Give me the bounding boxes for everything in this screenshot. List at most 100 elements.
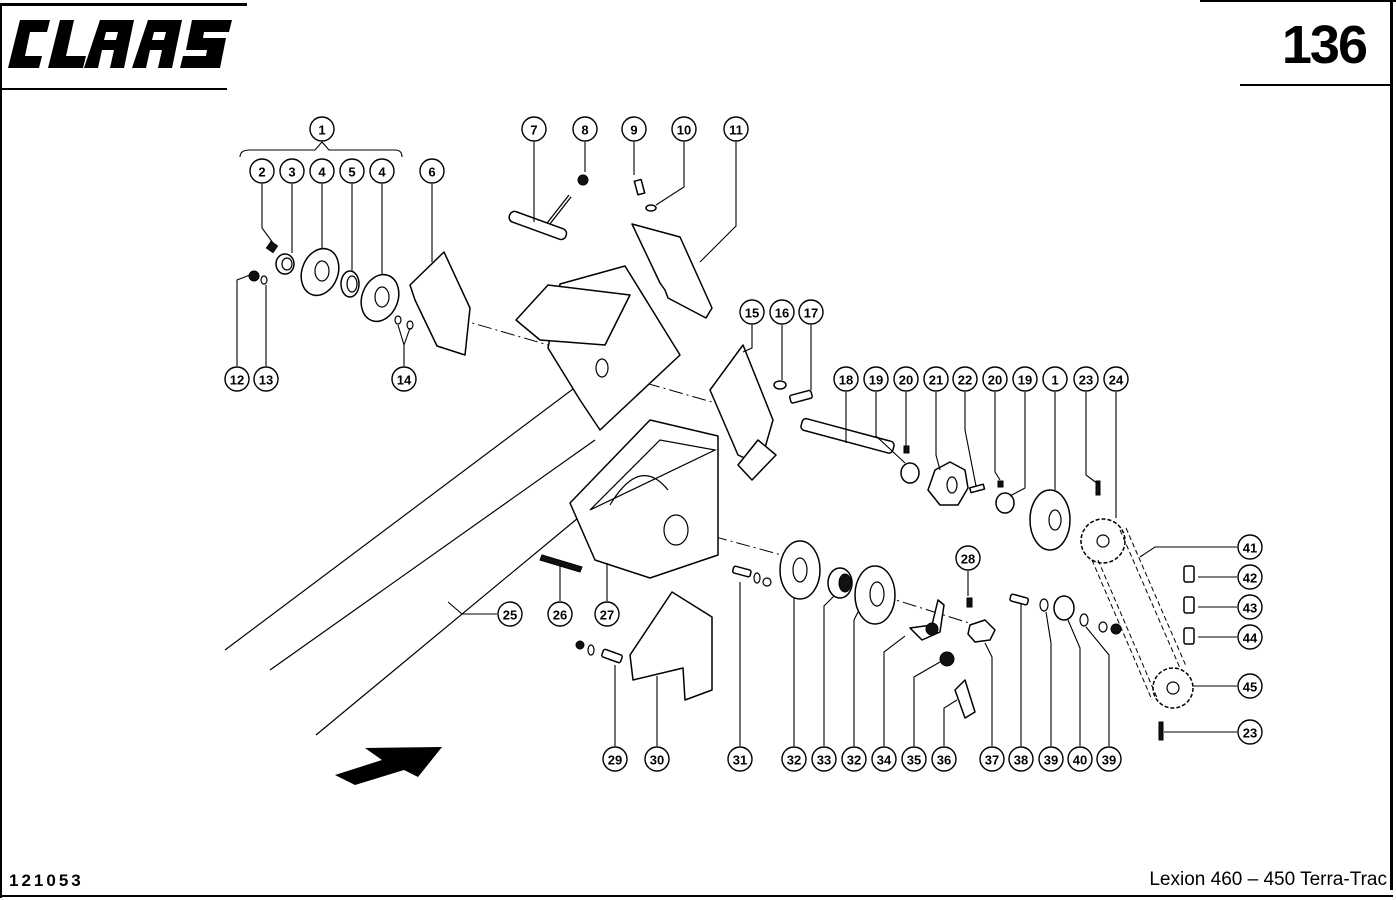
- callout-number: 18: [839, 373, 853, 388]
- callout-circle: [1237, 534, 1263, 560]
- callout-number: 17: [804, 306, 818, 321]
- callout-circle: [1237, 673, 1263, 699]
- chain-link-43: [1183, 596, 1195, 614]
- callout-c39b: 39: [1096, 746, 1122, 772]
- callout-c9: 9: [621, 116, 647, 142]
- callout-number: 32: [787, 753, 801, 768]
- callout-circle: [1096, 746, 1122, 772]
- bolt-9: [633, 178, 646, 196]
- washer-10: [645, 204, 657, 212]
- callout-number: 21: [929, 373, 943, 388]
- callout-circle: [781, 746, 807, 772]
- callout-c30: 30: [644, 746, 670, 772]
- beam-lines: [224, 379, 596, 736]
- callout-number: 24: [1109, 373, 1124, 388]
- callout-c21: 21: [923, 366, 949, 392]
- callout-c35: 35: [901, 746, 927, 772]
- callout-number: 39: [1044, 753, 1058, 768]
- callout-c7: 7: [521, 116, 547, 142]
- callout-circle: [1008, 746, 1034, 772]
- callout-number: 4: [378, 165, 386, 180]
- strip-26: [539, 554, 583, 573]
- callout-c23b: 23: [1237, 719, 1263, 745]
- frame-top-left: [0, 3, 247, 6]
- callout-circle: [1042, 366, 1068, 392]
- callout-c13: 13: [253, 366, 279, 392]
- callout-circle: [871, 746, 897, 772]
- callout-c17: 17: [798, 299, 824, 325]
- callout-circle: [391, 366, 417, 392]
- callout-circle: [309, 158, 335, 184]
- housing-27: [569, 419, 719, 579]
- frame-left: [0, 3, 2, 898]
- callout-circle: [1067, 746, 1093, 772]
- callout-c32b: 32: [841, 746, 867, 772]
- bearing-flange-1: [1029, 489, 1071, 551]
- callout-number: 14: [397, 373, 412, 388]
- callout-number: 34: [877, 753, 892, 768]
- callout-number: 32: [847, 753, 861, 768]
- callout-circle: [1012, 366, 1038, 392]
- callout-c15: 15: [739, 299, 765, 325]
- callout-circle: [1237, 624, 1263, 650]
- callout-c2: 2: [249, 158, 275, 184]
- callout-number: 19: [1018, 373, 1032, 388]
- callout-c39a: 39: [1038, 746, 1064, 772]
- callout-number: 13: [259, 373, 273, 388]
- callout-number: 1: [1051, 373, 1058, 388]
- callout-number: 3: [288, 165, 295, 180]
- callout-circle: [841, 746, 867, 772]
- callout-circle: [1038, 746, 1064, 772]
- callout-c25: 25: [497, 601, 523, 627]
- disc-40: [1053, 595, 1075, 621]
- pin-28: [966, 597, 973, 608]
- callout-c1-right: 1: [1042, 366, 1068, 392]
- callout-c41: 41: [1237, 534, 1263, 560]
- callout-circle: [671, 116, 697, 142]
- callout-number: 19: [869, 373, 883, 388]
- callout-circle: [369, 158, 395, 184]
- bolt-31: [731, 565, 752, 578]
- callout-circle: [723, 116, 749, 142]
- callout-c36: 36: [931, 746, 957, 772]
- callout-c27: 27: [594, 601, 620, 627]
- bolt-38: [1009, 593, 1030, 606]
- callout-c20b: 20: [982, 366, 1008, 392]
- callout-circle: [1237, 594, 1263, 620]
- callout-c12: 12: [224, 366, 250, 392]
- callout-circle: [644, 746, 670, 772]
- callout-number: 31: [733, 753, 747, 768]
- callout-number: 35: [907, 753, 921, 768]
- bearing-group-left: [248, 240, 414, 330]
- callout-c1-top: 1: [309, 116, 335, 142]
- flange-32b: [854, 565, 896, 625]
- callout-c10: 10: [671, 116, 697, 142]
- callout-number: 15: [745, 306, 759, 321]
- callout-number: 28: [961, 552, 975, 567]
- callout-circle: [419, 158, 445, 184]
- callout-circle: [249, 158, 275, 184]
- callout-c19a: 19: [863, 366, 889, 392]
- callout-number: 42: [1243, 571, 1257, 586]
- key-23b: [1158, 721, 1164, 741]
- page-number: 136: [1281, 15, 1368, 75]
- lever-36: [954, 679, 976, 719]
- shaft-18: [800, 417, 895, 454]
- key-22: [968, 483, 986, 494]
- callout-number: 6: [428, 165, 435, 180]
- chain-link-42: [1183, 565, 1195, 583]
- callout-circle: [952, 366, 978, 392]
- callout-number: 44: [1243, 631, 1258, 646]
- callout-circle: [893, 366, 919, 392]
- callout-number: 30: [650, 753, 664, 768]
- frame-header-rule-left: [0, 88, 227, 90]
- callout-c16: 16: [769, 299, 795, 325]
- callout-circle: [1237, 564, 1263, 590]
- callout-c14: 14: [391, 366, 417, 392]
- callout-circle: [739, 299, 765, 325]
- callout-circle: [863, 366, 889, 392]
- washer-39b: [1079, 613, 1089, 627]
